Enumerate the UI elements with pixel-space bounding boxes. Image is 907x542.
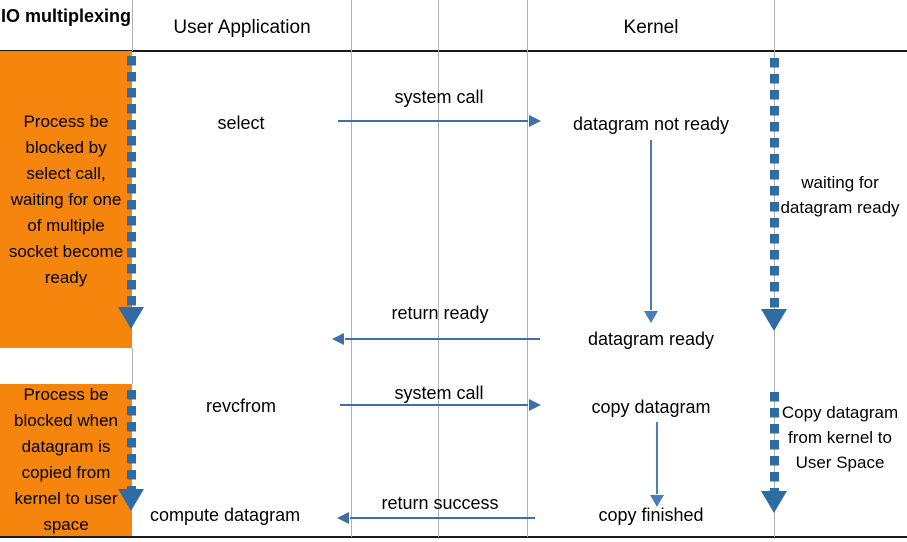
kernel-copy-arrow	[650, 422, 664, 507]
message-arrow-system-call-1	[338, 115, 541, 127]
header-user-application: User Application	[133, 16, 351, 40]
kernel-wait-arrow	[644, 140, 658, 323]
message-arrow-system-call-2	[340, 399, 541, 411]
kernel-event-datagram-ready: datagram ready	[588, 328, 714, 350]
blocked-note-select: Process be blocked by select call, waiti…	[0, 51, 132, 348]
kernel-lifeline-upper-arrowhead	[761, 309, 787, 331]
message-system-call-1-label: system call	[394, 87, 484, 107]
user-lifeline-lower	[127, 390, 136, 490]
user-event-compute-datagram-label: compute datagram	[150, 505, 301, 525]
kernel-note-waiting-for-datagram-ready: waiting for datagram ready	[780, 170, 900, 220]
kernel-note-waiting-for-datagram-ready-text: waiting for datagram ready	[780, 173, 900, 217]
user-event-select: select	[217, 112, 264, 134]
header-divider	[0, 50, 907, 52]
kernel-event-datagram-not-ready-label: datagram not ready	[572, 114, 730, 134]
header-io-multiplexing-label: IO multiplexing	[0, 6, 131, 26]
blocked-note-copy-text: Process be blocked when datagram is copi…	[14, 385, 118, 534]
column-divider-io	[132, 0, 133, 51]
column-divider-1	[351, 0, 352, 537]
header-kernel: Kernel	[528, 16, 774, 40]
arrow-head-left-icon	[337, 512, 349, 524]
user-lifeline-upper-arrowhead	[118, 307, 144, 329]
kernel-event-datagram-ready-label: datagram ready	[587, 329, 715, 349]
kernel-note-copy-datagram-to-user-space-text: Copy datagram from kernel to User Space	[781, 403, 899, 472]
message-return-success-label: return success	[381, 493, 499, 513]
message-system-call-2: system call	[394, 382, 483, 404]
message-system-call-2-label: system call	[394, 383, 484, 403]
message-return-ready-label: return ready	[391, 303, 489, 323]
kernel-event-copy-finished: copy finished	[598, 504, 703, 526]
message-system-call-1: system call	[394, 86, 483, 108]
message-return-ready: return ready	[391, 302, 488, 324]
column-divider-2	[438, 0, 439, 537]
arrow-head-right-icon	[529, 115, 541, 127]
arrow-head-down-icon	[644, 311, 658, 323]
user-lifeline-lower-arrowhead	[118, 489, 144, 511]
arrow-head-right-icon	[529, 399, 541, 411]
arrow-head-down-icon	[650, 495, 664, 507]
kernel-lifeline-lower-arrowhead	[761, 491, 787, 513]
blocked-note-select-text: Process be blocked by select call, waiti…	[8, 111, 124, 287]
arrow-head-left-icon	[332, 333, 344, 345]
header-io-multiplexing: IO multiplexing	[0, 5, 132, 27]
bottom-divider	[0, 536, 907, 538]
kernel-event-copy-datagram: copy datagram	[591, 396, 710, 418]
message-return-success: return success	[381, 492, 498, 514]
message-arrow-return-ready	[332, 333, 540, 345]
kernel-event-copy-finished-label: copy finished	[598, 505, 704, 525]
column-divider-io-lower	[132, 348, 133, 384]
header-user-application-label: User Application	[173, 17, 311, 38]
kernel-lifeline-upper	[770, 58, 779, 310]
user-event-revcfrom-label: revcfrom	[205, 396, 277, 416]
message-arrow-return-success	[337, 512, 535, 524]
kernel-event-copy-datagram-label: copy datagram	[591, 397, 711, 417]
user-lifeline-upper	[127, 56, 136, 308]
column-divider-3	[527, 0, 528, 537]
kernel-lifeline-lower	[770, 392, 779, 492]
kernel-note-copy-datagram-to-user-space: Copy datagram from kernel to User Space	[779, 400, 901, 475]
blocked-note-copy: Process be blocked when datagram is copi…	[0, 384, 132, 536]
user-event-select-label: select	[217, 113, 265, 133]
user-event-compute-datagram: compute datagram	[150, 504, 300, 526]
kernel-event-datagram-not-ready: datagram not ready	[573, 113, 729, 135]
user-event-revcfrom: revcfrom	[206, 395, 276, 417]
header-kernel-label: Kernel	[623, 17, 679, 38]
